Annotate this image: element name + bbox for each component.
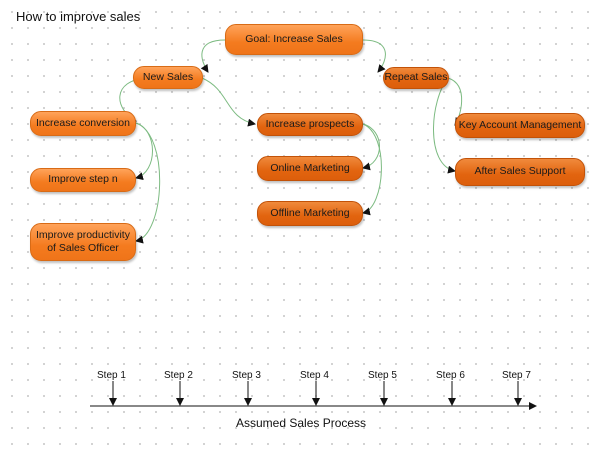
goal-node[interactable]: Goal: Increase Sales	[225, 24, 363, 55]
repeat-sales-node[interactable]: Repeat Sales	[383, 67, 449, 89]
step-label-4: Step 4	[300, 370, 329, 381]
step-label-5: Step 5	[368, 370, 397, 381]
new-sales-node[interactable]: New Sales	[133, 66, 203, 89]
key-account-node[interactable]: Key Account Management	[455, 113, 585, 138]
connector-goal-repeat-sales	[362, 39, 386, 73]
connector-new-sales-prospects	[201, 77, 256, 127]
increase-prospects-node[interactable]: Increase prospects	[257, 113, 363, 136]
step-label-1: Step 1	[97, 370, 126, 381]
diagram-title: How to improve sales	[16, 9, 141, 24]
improve-step-n-node[interactable]: Improve step n	[30, 168, 136, 192]
increase-conversion-node[interactable]: Increase conversion	[30, 111, 136, 136]
process-label: Assumed Sales Process	[236, 416, 367, 430]
connector-conversion-productivity	[135, 122, 161, 244]
process-timeline	[90, 381, 537, 410]
step-label-7: Step 7	[502, 370, 531, 381]
step-label-3: Step 3	[232, 370, 261, 381]
connector-repeat-after-sales	[433, 77, 456, 174]
online-marketing-node[interactable]: Online Marketing	[257, 156, 363, 181]
after-sales-node[interactable]: After Sales Support	[455, 158, 585, 186]
offline-marketing-node[interactable]: Offline Marketing	[257, 201, 363, 226]
connector-conversion-step-n	[135, 122, 153, 181]
connector-prospects-offline	[362, 123, 382, 216]
step-label-2: Step 2	[164, 370, 193, 381]
improve-productivity-node[interactable]: Improve productivity of Sales Officer	[30, 223, 136, 261]
connector-goal-new-sales	[200, 39, 226, 73]
step-label-6: Step 6	[436, 370, 465, 381]
